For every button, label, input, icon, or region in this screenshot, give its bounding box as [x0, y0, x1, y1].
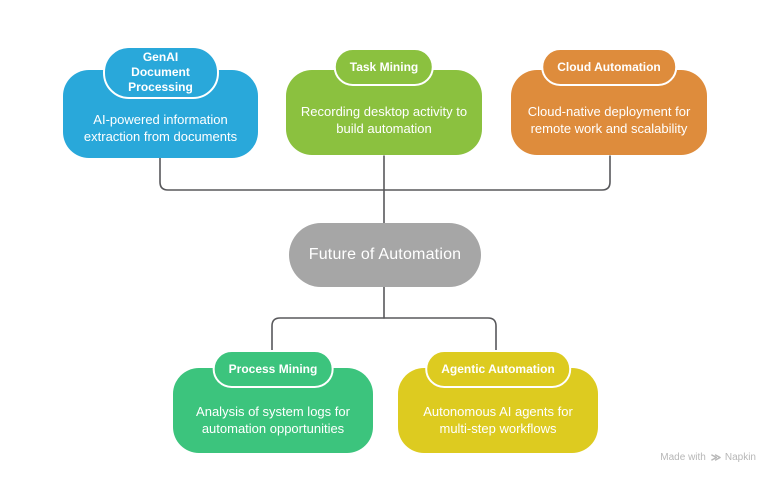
- node-cloud-automation: Cloud Automation Cloud-native deployment…: [511, 48, 707, 155]
- node-task-mining: Task Mining Recording desktop activity t…: [286, 48, 482, 155]
- node-title-pill: Agentic Automation: [425, 350, 571, 388]
- node-title: Process Mining: [228, 361, 318, 376]
- node-description: Cloud-native deployment for remote work …: [527, 104, 691, 136]
- watermark: Made with Napkin: [660, 452, 756, 463]
- node-description: Analysis of system logs for automation o…: [196, 404, 350, 436]
- node-description: AI-powered information extraction from d…: [83, 112, 238, 144]
- watermark-brand: Napkin: [724, 452, 756, 463]
- node-process-mining: Process Mining Analysis of system logs f…: [173, 350, 373, 453]
- node-description: Autonomous AI agents for multi-step work…: [423, 404, 573, 436]
- node-genai-document-processing: GenAI Document Processing AI-powered inf…: [63, 46, 258, 158]
- node-title: Agentic Automation: [441, 361, 555, 376]
- bottom-branch-connector: [271, 317, 497, 351]
- node-title-pill: Task Mining: [333, 48, 435, 86]
- node-future-of-automation: Future of Automation: [289, 223, 481, 287]
- node-agentic-automation: Agentic Automation Autonomous AI agents …: [398, 350, 598, 453]
- node-title-pill: GenAI Document Processing: [102, 46, 219, 99]
- node-title-pill: Process Mining: [212, 350, 334, 388]
- node-title: GenAI Document Processing: [128, 50, 193, 94]
- node-title: Task Mining: [349, 59, 419, 74]
- node-title: Cloud Automation: [557, 59, 661, 74]
- center-node-label: Future of Automation: [308, 246, 462, 263]
- node-description: Recording desktop activity to build auto…: [300, 104, 468, 136]
- node-title-pill: Cloud Automation: [541, 48, 677, 86]
- watermark-prefix: Made with: [660, 452, 706, 463]
- top-branch-connector: [159, 155, 611, 191]
- napkin-flash-icon: [710, 454, 721, 461]
